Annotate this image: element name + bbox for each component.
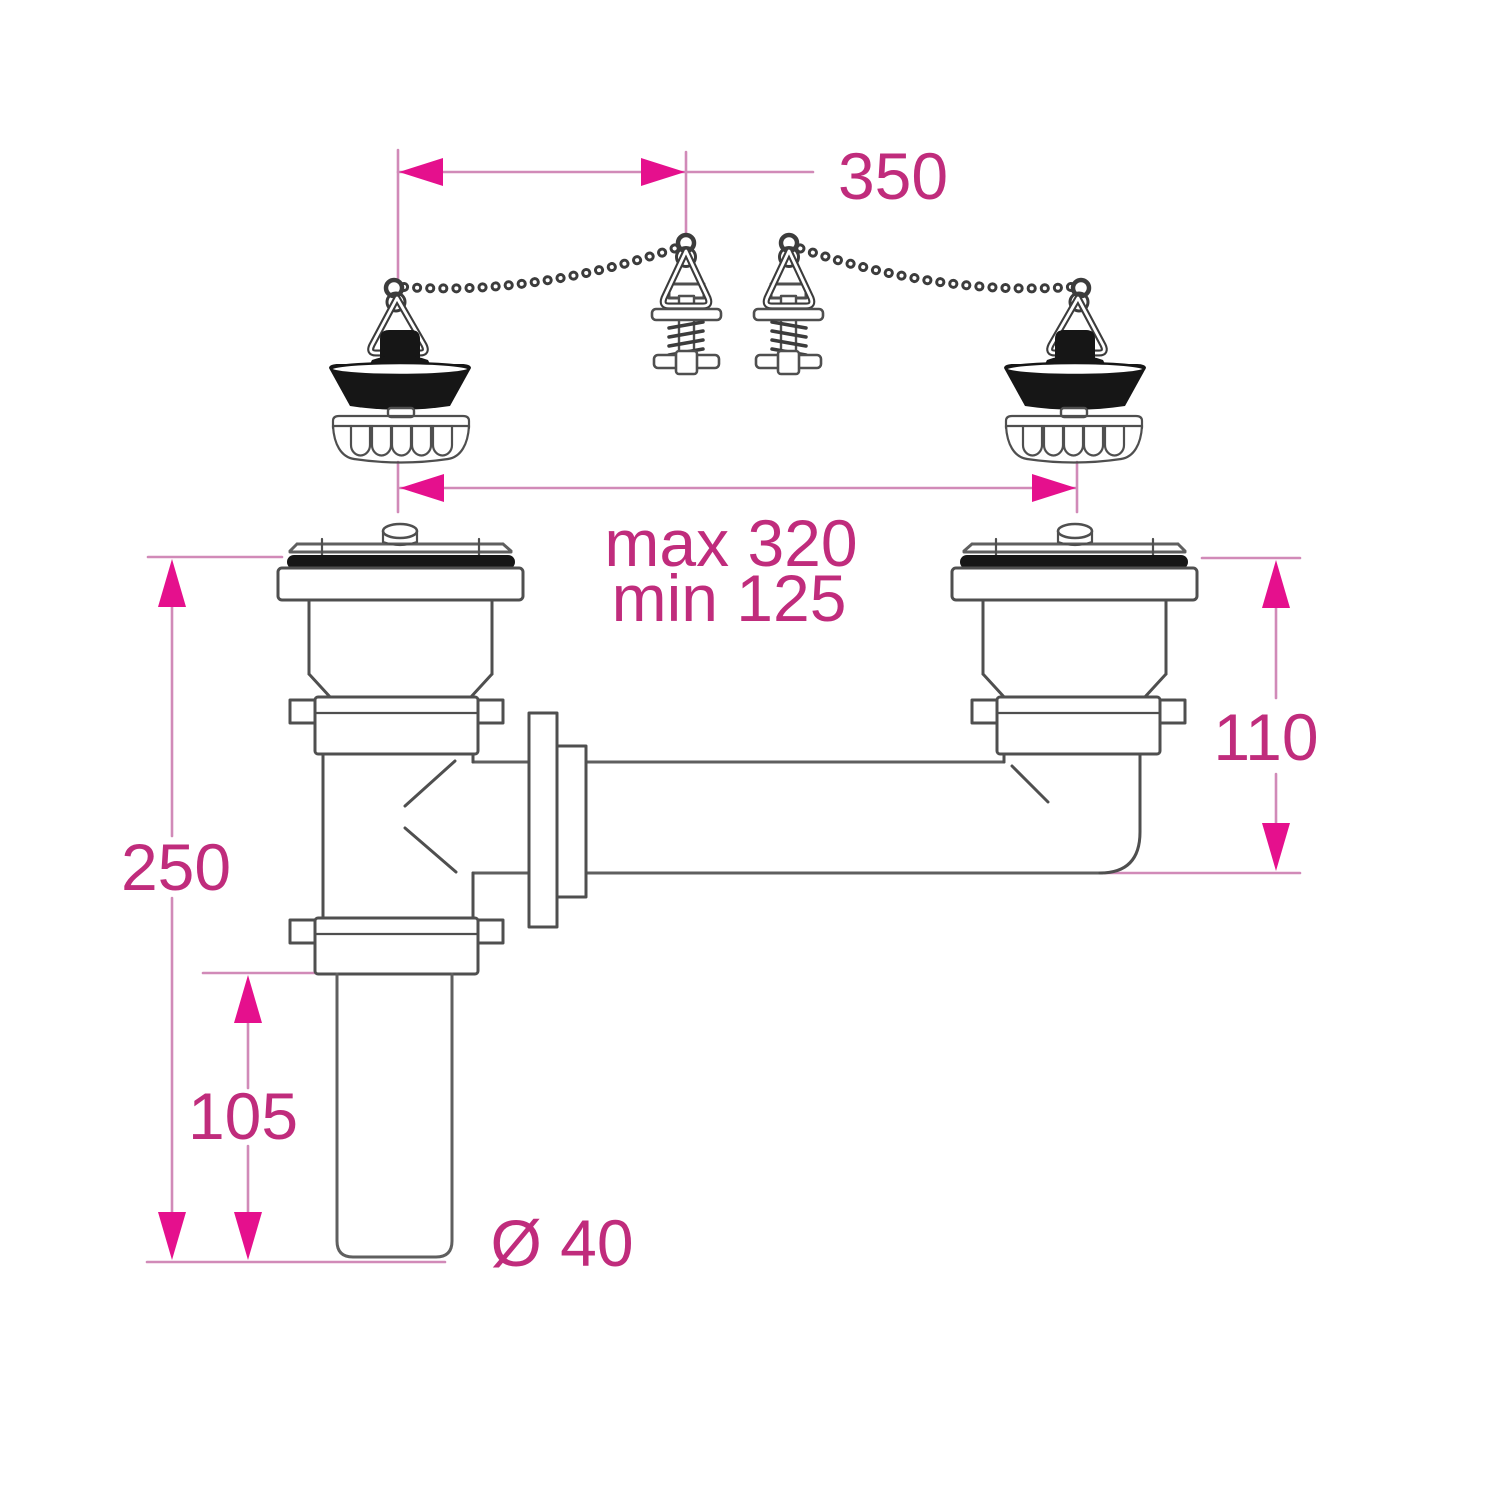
wall-flange: [527, 711, 588, 929]
elbow-miter-line: [1010, 764, 1050, 804]
ticks-max-min: [396, 460, 1079, 514]
arrow-110-up: [1262, 560, 1290, 608]
arrow-maxmin-left: [400, 474, 444, 502]
locknut-ear: [475, 918, 505, 945]
arrow-350-left: [399, 158, 443, 186]
dim-350-label: 350: [838, 139, 948, 213]
tee-branch-lines: [403, 759, 458, 874]
arrow-maxmin-right: [1032, 474, 1076, 502]
dim-max-label: max 320: [604, 506, 857, 580]
dim-min-label: min 125: [612, 561, 847, 635]
arrow-105-up: [234, 975, 262, 1023]
dim-105-label: 105: [188, 1079, 298, 1153]
arrow-250-down: [158, 1212, 186, 1260]
tailpipe: [335, 972, 454, 1259]
elbow-outer-edge: [1098, 752, 1142, 875]
dim-diameter-label: Ø 40: [490, 1206, 633, 1280]
dimension-extension-lines: [145, 148, 1302, 1264]
arrow-105-down: [234, 1212, 262, 1260]
tee-and-tailpipe: [288, 752, 505, 1259]
dim-110-label: 110: [1213, 700, 1318, 774]
arrow-250-up: [158, 559, 186, 607]
dim-250-label: 250: [121, 830, 231, 904]
arrow-350-right: [641, 158, 685, 186]
arrow-110-down: [1262, 823, 1290, 871]
dimension-annotations: 350 max 320 min 125 110 250 105 Ø 40: [121, 139, 1319, 1280]
flange-front-plate: [527, 711, 559, 929]
locknut-ear: [288, 918, 318, 945]
bottom-locknut: [313, 916, 480, 976]
flange-back-plate: [555, 744, 588, 899]
